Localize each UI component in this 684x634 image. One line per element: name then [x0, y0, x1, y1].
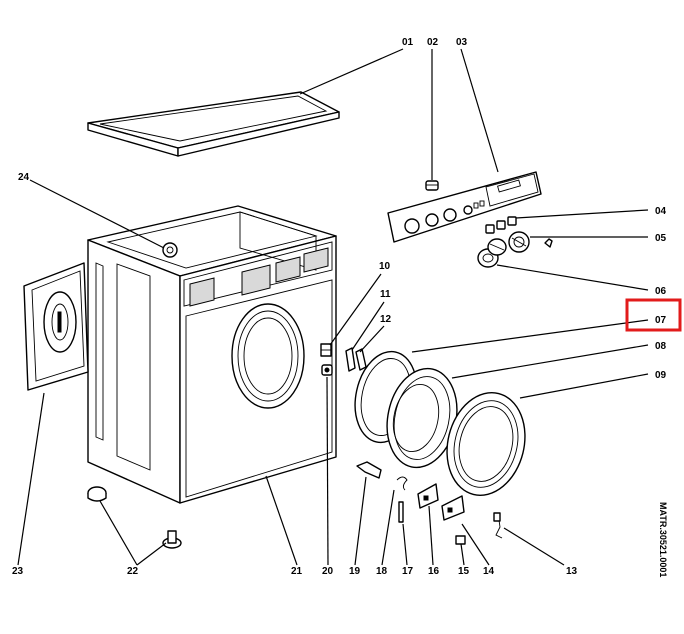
callout-09: 09	[655, 370, 667, 381]
callout-20: 20	[322, 566, 334, 577]
part-20-latch	[321, 364, 333, 376]
callout-21: 21	[291, 566, 303, 577]
part-18-spring	[396, 476, 408, 491]
part-11-bracket	[345, 347, 356, 372]
callout-22: 22	[127, 566, 139, 577]
callout-05: 05	[655, 233, 667, 244]
callout-13: 13	[566, 566, 578, 577]
callout-08: 08	[655, 341, 667, 352]
callout-03: 03	[456, 37, 468, 48]
callout-16: 16	[428, 566, 440, 577]
callout-19: 19	[349, 566, 361, 577]
part-13-lever	[493, 512, 503, 539]
callout-04: 04	[655, 206, 667, 217]
callout-07-highlight	[625, 298, 682, 332]
part-23-side-panel	[23, 262, 89, 391]
part-15-clip	[455, 535, 466, 545]
callout-01: 01	[402, 37, 414, 48]
part-17-pin	[398, 501, 404, 523]
callout-10: 10	[379, 261, 391, 272]
callout-24: 24	[18, 172, 30, 183]
callout-17: 17	[402, 566, 414, 577]
callout-11: 11	[380, 289, 391, 300]
part-16-hinge-plate	[417, 483, 439, 509]
part-06-knobs	[477, 238, 507, 268]
part-22-feet	[87, 486, 182, 549]
callout-15: 15	[458, 566, 470, 577]
part-01-top-lid	[87, 91, 340, 157]
callout-02: 02	[427, 37, 439, 48]
callout-18: 18	[376, 566, 388, 577]
part-02-button	[425, 180, 439, 191]
part-05-knob	[508, 231, 553, 253]
part-12-bracket	[355, 348, 367, 371]
part-21-cabinet	[87, 205, 337, 504]
part-03-control-panel	[387, 171, 542, 243]
callout-12: 12	[380, 314, 392, 325]
leader-lines	[17, 48, 649, 566]
part-09-door-frame	[446, 392, 526, 496]
part-10-hinge	[320, 343, 332, 357]
callout-labels: 01 02 03 04 05 06 07 08 09 10 11 12 13 1…	[12, 37, 667, 577]
part-14-lock	[441, 495, 465, 521]
callout-07: 07	[655, 315, 667, 326]
callout-14: 14	[483, 566, 495, 577]
callout-06: 06	[655, 286, 667, 297]
callout-23: 23	[12, 566, 24, 577]
part-04-buttons	[485, 216, 517, 234]
document-code: MATR.30521.0001	[658, 502, 668, 577]
part-19-handle	[356, 461, 382, 479]
part-24-cap	[162, 242, 178, 258]
